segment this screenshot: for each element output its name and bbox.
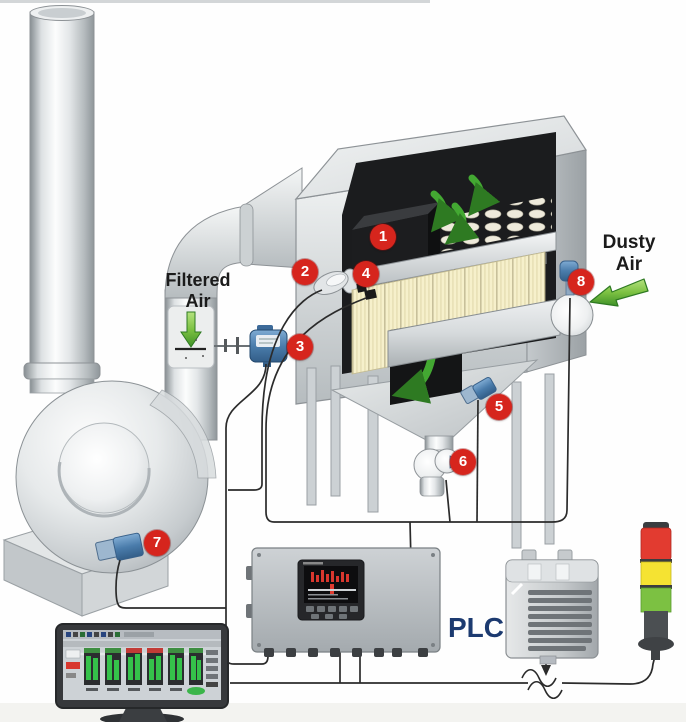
top-border-line — [0, 0, 430, 3]
scada-toolbar-icons — [66, 632, 154, 637]
stack-light-red — [640, 527, 672, 561]
dusty-air-label: Dusty Air — [585, 232, 673, 276]
callout-7: 7 — [144, 530, 170, 556]
callout-1: 1 — [370, 224, 396, 250]
baghouse — [294, 115, 594, 549]
wire-sensor7 — [115, 559, 226, 609]
stack-light-yellow — [640, 561, 672, 587]
plc-label: PLC — [448, 612, 504, 643]
access-handle — [313, 271, 349, 295]
control-panel — [246, 547, 441, 657]
hopper-level-sensor-5 — [460, 377, 497, 404]
wire-sensor8-bus — [265, 297, 571, 523]
callout-2: 2 — [292, 259, 318, 285]
support-legs — [306, 365, 555, 549]
callout-3: 3 — [287, 334, 313, 360]
filtered-air-line1: Filtered — [165, 270, 231, 290]
inlet-air-arrow-icon — [391, 352, 436, 404]
inlet-duct — [387, 293, 594, 368]
dusty-air-line1: Dusty — [602, 232, 656, 253]
panel-cable-glands — [264, 648, 428, 657]
callout-4: 4 — [353, 261, 379, 287]
monitor — [55, 623, 229, 722]
fan-scroll — [15, 380, 217, 574]
chimney-stack — [23, 5, 101, 394]
wire-sensor6 — [445, 479, 451, 523]
pulse-air-arrow-icons — [430, 174, 501, 245]
stack-light — [638, 522, 674, 660]
callout-5: 5 — [486, 394, 512, 420]
scada-status-indicator — [187, 687, 205, 695]
wire-sensor5 — [476, 399, 479, 523]
plc-wire-arrowhead — [541, 665, 551, 676]
filtered-air-label: Filtered Air — [150, 270, 246, 312]
stack-light-green — [640, 587, 672, 613]
cable-break-symbol — [521, 668, 563, 700]
scada-bottom-marks — [86, 688, 182, 691]
dusty-air-arrow-icon — [589, 278, 649, 307]
panel-controller-display — [297, 559, 365, 621]
callout-6: 6 — [450, 449, 476, 475]
fan-sensor-7 — [95, 532, 144, 561]
wire-bottom-bus-right — [561, 655, 656, 685]
scada-side-buttons — [206, 650, 218, 687]
dusty-air-line2: Air — [615, 254, 643, 275]
filtered-air-line2: Air — [185, 291, 211, 311]
plc-module — [505, 549, 599, 665]
plc-vent-slots — [528, 590, 592, 651]
scada-channels — [65, 648, 203, 685]
callout-8: 8 — [568, 269, 594, 295]
wire-sensor2 — [228, 289, 323, 491]
